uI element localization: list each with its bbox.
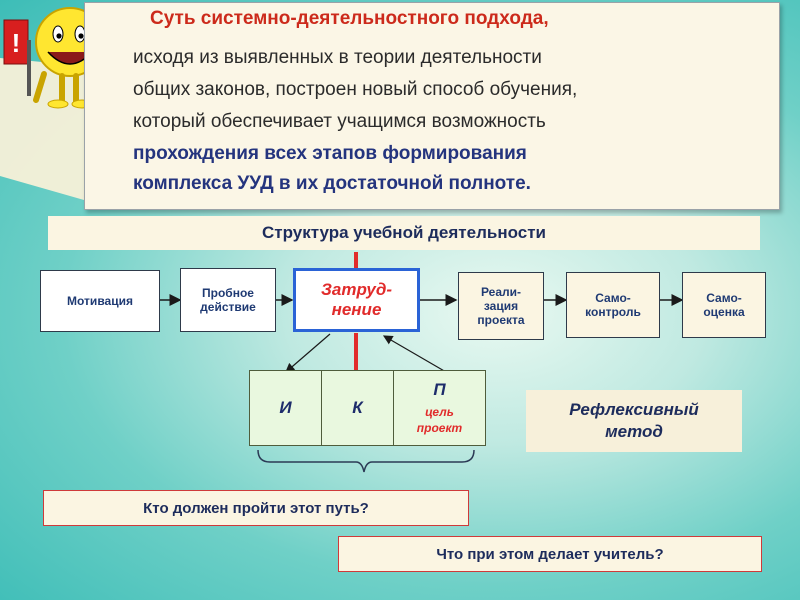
- ikp-cell-k: К: [321, 371, 393, 445]
- stage-control-label-1: Само-: [595, 291, 631, 305]
- reflexive-method: Рефлексивный метод: [526, 390, 742, 452]
- stage-motivation-label: Мотивация: [67, 294, 133, 308]
- arrow-difficulty-left: [285, 333, 331, 373]
- stage-realization-label-3: проекта: [477, 313, 525, 327]
- intro-card: [84, 2, 780, 210]
- intro-line-1: исходя из выявленных в теории деятельнос…: [133, 47, 542, 68]
- intro-title: Суть системно-деятельностного подхода,: [150, 8, 549, 29]
- stage-trial-action: Пробное действие: [180, 268, 276, 332]
- intro-emphasis-2: комплекса УУД в их достаточной полноте.: [133, 173, 531, 194]
- svg-text:!: !: [12, 28, 21, 58]
- stage-motivation: Мотивация: [40, 270, 160, 332]
- stage-difficulty: Затруд- нение: [293, 268, 420, 332]
- ikp-cell-p: П цель проект: [393, 371, 485, 445]
- stage-difficulty-label-1: Затруд-: [320, 280, 393, 299]
- stage-self-control: Само- контроль: [566, 272, 660, 338]
- stage-assessment-label-1: Само-: [706, 291, 742, 305]
- intro-line-2: общих законов, построен новый способ обу…: [133, 79, 578, 100]
- ikp-cell-i: И: [250, 371, 321, 445]
- stage-realization-label-2: зация: [483, 299, 519, 313]
- stage-difficulty-label-2: нение: [331, 300, 382, 319]
- reflexive-method-line-1: Рефлексивный: [569, 400, 699, 419]
- question-teacher: Что при этом делает учитель?: [338, 536, 762, 572]
- curly-brace: [257, 449, 475, 473]
- stage-realization-label-1: Реали-: [480, 285, 522, 299]
- arrow-right-difficulty: [382, 335, 447, 373]
- ikp-cell-p-goal: цель: [425, 405, 454, 419]
- stage-self-assessment: Само- оценка: [682, 272, 766, 338]
- ikp-table: И К П цель проект: [249, 370, 486, 446]
- stage-trial-label-2: действие: [200, 300, 256, 314]
- structure-title: Структура учебной деятельности: [48, 216, 760, 250]
- stage-trial-label-1: Пробное: [202, 286, 254, 300]
- stage-realization: Реали- зация проекта: [458, 272, 544, 340]
- ikp-cell-p-label: П: [433, 380, 446, 399]
- ikp-cell-p-project: проект: [416, 421, 463, 435]
- stage-assessment-label-2: оценка: [703, 305, 745, 319]
- ikp-cell-k-label: К: [352, 398, 363, 417]
- ikp-cell-i-label: И: [279, 398, 292, 417]
- intro-emphasis-1: прохождения всех этапов формирования: [133, 143, 527, 164]
- reflexive-method-line-2: метод: [605, 422, 663, 441]
- question-who: Кто должен пройти этот путь?: [43, 490, 469, 526]
- stage-control-label-2: контроль: [585, 305, 641, 319]
- intro-line-3: который обеспечивает учащимся возможност…: [133, 111, 546, 132]
